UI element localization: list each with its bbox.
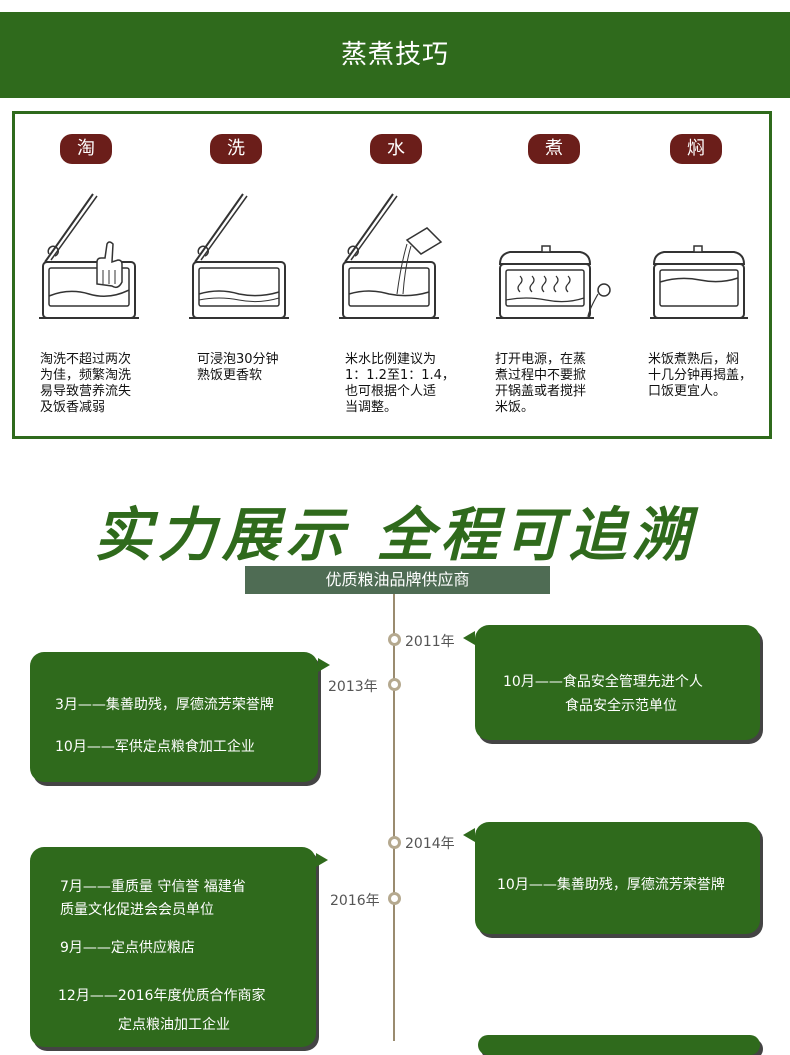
header-title: 蒸煮技巧 (340, 40, 449, 70)
step-badge-zhu: 煮 (528, 134, 580, 164)
card-2016-line-5: 定点粮油加工企业 (118, 1017, 230, 1033)
timeline-dot-2014 (388, 836, 401, 849)
rice-cooker-soak-icon (189, 193, 289, 319)
rice-cooker-steam-icon (496, 245, 611, 319)
step-tao: 淘 淘洗不超过两次 为佳，频繁淘洗 易导致营养流失 及饭香减弱 (35, 114, 165, 434)
card-2011-line-2: 食品安全示范单位 (565, 698, 677, 714)
subtitle-bar: 优质粮油品牌供应商 (245, 566, 550, 594)
card-2013: 3月——集善助残，厚德流芳荣誉牌 10月——军供定点粮食加工企业 (30, 652, 330, 782)
step-shui: 水 米水比例建议为 1：1.2至1：1.4， 也可根据个人适 当调整。 (335, 114, 465, 434)
rice-cooker-closed-icon (650, 245, 748, 319)
card-2014-line-1: 10月——集善助残，厚德流芳荣誉牌 (497, 877, 725, 893)
step-badge-xi: 洗 (210, 134, 262, 164)
year-label-2016: 2016年 (330, 893, 380, 909)
card-2016: 7月——重质量 守信誉 福建省 质量文化促进会会员单位 9月——定点供应粮店 1… (30, 847, 328, 1047)
step-men: 焖 米饭煮熟后，焖 十几分钟再揭盖， 口饭更宜人。 (640, 114, 770, 434)
strength-title: 实力展示 全程可追溯 (93, 501, 697, 569)
card-2014: 10月——集善助残，厚德流芳荣誉牌 (463, 822, 760, 934)
timeline-line (393, 594, 395, 1041)
year-label-2011: 2011年 (405, 634, 455, 650)
step-badge-tao: 淘 (60, 134, 112, 164)
timeline-dot-2013 (388, 678, 401, 691)
step-badge-shui: 水 (370, 134, 422, 164)
timeline-dot-2016 (388, 892, 401, 905)
rice-cooker-wash-hand-icon (39, 193, 139, 319)
timeline-dot-2011 (388, 633, 401, 646)
step-badge-men: 焖 (670, 134, 722, 164)
year-label-2013: 2013年 (328, 679, 378, 695)
header-bar: 蒸煮技巧 (0, 12, 790, 98)
card-2011: 10月——食品安全管理先进个人 食品安全示范单位 (463, 625, 760, 740)
card-2016-line-2: 质量文化促进会会员单位 (60, 902, 214, 918)
card-2011-line-1: 10月——食品安全管理先进个人 (503, 674, 703, 690)
card-2016-line-4: 12月——2016年度优质合作商家 (58, 988, 266, 1004)
card-2016-line-1: 7月——重质量 守信誉 福建省 (60, 879, 246, 895)
card-2013-line-2: 10月——军供定点粮食加工企业 (55, 739, 255, 755)
card-2016-line-3: 9月——定点供应粮店 (60, 940, 195, 956)
step-xi: 洗 可浸泡30分钟 熟饭更香软 (185, 114, 315, 434)
card-2013-line-1: 3月——集善助残，厚德流芳荣誉牌 (55, 697, 274, 713)
step-desc-xi: 可浸泡30分钟 熟饭更香软 (197, 352, 279, 383)
card-next-partial (478, 1035, 760, 1055)
step-desc-men: 米饭煮熟后，焖 十几分钟再揭盖， 口饭更宜人。 (648, 352, 753, 399)
step-desc-tao: 淘洗不超过两次 为佳，频繁淘洗 易导致营养流失 及饭香减弱 (40, 352, 132, 415)
year-label-2014: 2014年 (405, 836, 455, 852)
step-desc-zhu: 打开电源，在蒸 煮过程中不要掀 开锅盖或者搅拌 米饭。 (495, 352, 587, 415)
rice-cooker-water-icon (339, 193, 443, 319)
step-desc-shui: 米水比例建议为 1：1.2至1：1.4， 也可根据个人适 当调整。 (345, 352, 455, 415)
step-zhu: 煮 打开电源，在蒸 煮过程中不要掀 开锅盖或者搅拌 米饭。 (490, 114, 620, 434)
cooking-steps-panel: 淘 淘洗不超过两次 为佳，频繁淘洗 易导致营养流失 及饭香减弱 洗 (12, 111, 772, 439)
